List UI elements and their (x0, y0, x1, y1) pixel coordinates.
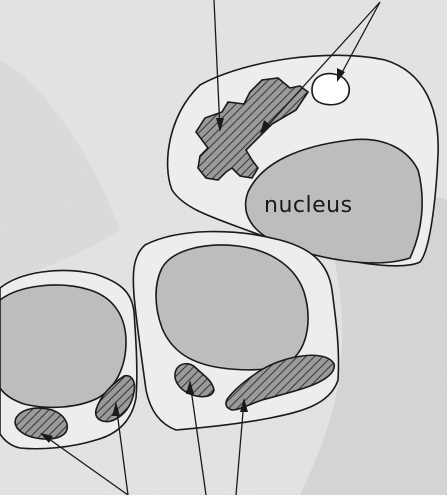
vesicle (312, 74, 349, 105)
nucleus-label: nucleus (264, 193, 353, 218)
left-cell-nucleus (0, 285, 126, 407)
